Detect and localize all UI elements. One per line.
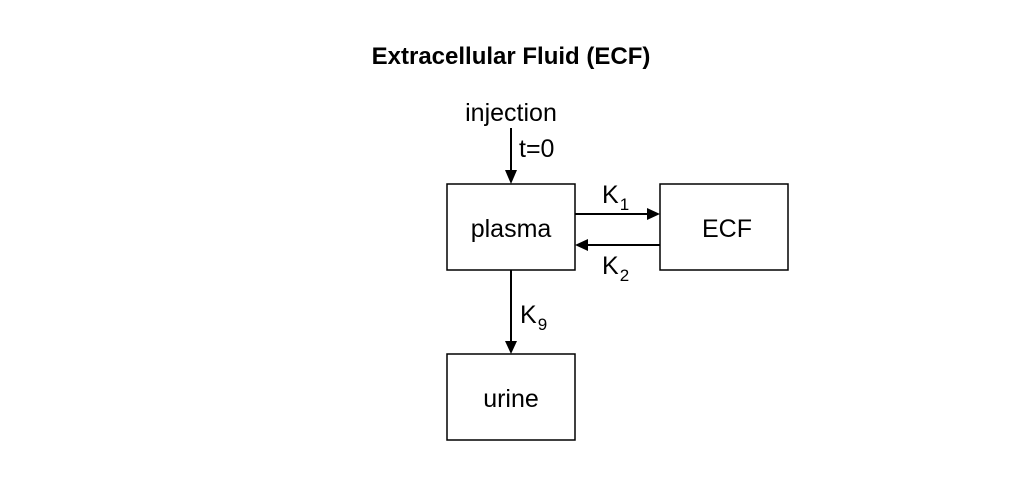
- k2-label: K2: [602, 252, 629, 285]
- plasma-compartment: plasma: [446, 183, 576, 271]
- k1-base: K: [602, 181, 619, 209]
- k2-arrow: [575, 239, 660, 251]
- time-label: t=0: [519, 135, 554, 163]
- diagram-title: Extracellular Fluid (ECF): [372, 43, 651, 70]
- injection-label: injection: [465, 99, 557, 127]
- k1-subscript: 1: [620, 195, 629, 214]
- k2-subscript: 2: [620, 266, 629, 285]
- k9-base: K: [520, 301, 537, 329]
- k2-base: K: [602, 252, 619, 280]
- urine-compartment: urine: [446, 353, 576, 441]
- urine-label: urine: [483, 385, 539, 413]
- injection-arrow: [505, 128, 517, 184]
- k1-label: K1: [602, 181, 629, 214]
- plasma-label: plasma: [471, 215, 552, 243]
- k9-label: K9: [520, 301, 547, 334]
- k9-arrow: [505, 270, 517, 354]
- k9-subscript: 9: [538, 315, 547, 334]
- ecf-label: ECF: [702, 215, 752, 243]
- ecf-compartment: ECF: [659, 183, 789, 271]
- k1-arrow: [575, 208, 660, 220]
